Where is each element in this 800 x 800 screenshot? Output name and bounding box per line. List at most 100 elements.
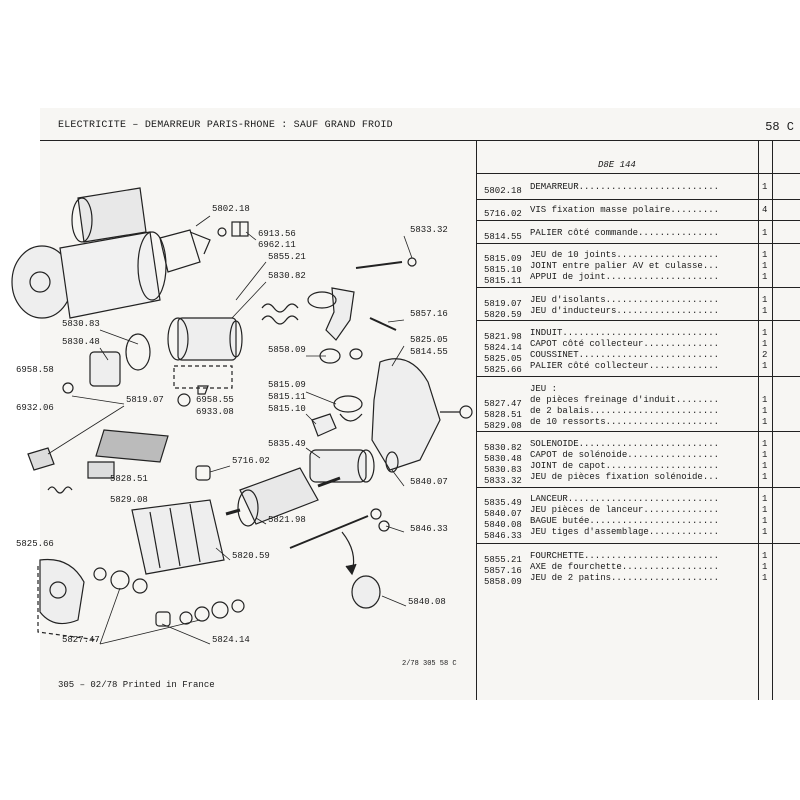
end-plate-icon: [39, 558, 85, 625]
callout-label: 5824.14: [212, 635, 250, 645]
part-description: INDUIT.............................: [530, 328, 720, 338]
parts-row: 5830.82 SOLENOIDE........................…: [484, 439, 756, 453]
part-description: VIS fixation masse polaire.........: [530, 205, 720, 215]
part-quantity: 1: [762, 306, 768, 316]
callout-label: 5830.82: [268, 271, 306, 281]
part-code: 5821.98: [484, 332, 522, 342]
part-description: CAPOT côté collecteur..............: [530, 339, 720, 349]
part-quantity: 1: [762, 573, 768, 583]
part-description: JEU de pièces fixation solénoide...: [530, 472, 720, 482]
part-code: 5833.32: [484, 476, 522, 486]
callout-label: 5840.08: [408, 597, 446, 607]
part-description: SOLENOIDE..........................: [530, 439, 720, 449]
callout-label: 6962.11: [258, 240, 296, 250]
part-code: 5716.02: [484, 209, 522, 219]
part-code: 5820.59: [484, 310, 522, 320]
page-title: ELECTRICITE – DEMARREUR PARIS-RHONE : SA…: [58, 120, 393, 131]
callout-label: 5819.07: [126, 395, 164, 405]
callout-label: 5855.21: [268, 252, 306, 262]
part-description: LANCEUR............................: [530, 494, 720, 504]
bolt-icon: [217, 221, 249, 237]
part-code: 5830.82: [484, 443, 522, 453]
callout-label: 5857.16: [410, 309, 448, 319]
gasket-icon: [125, 333, 151, 371]
part-quantity: 1: [762, 494, 768, 504]
part-code: 5802.18: [484, 186, 522, 196]
part-description: AXE de fourchette..................: [530, 562, 720, 572]
callout-label: 5814.55: [410, 347, 448, 357]
part-quantity: 1: [762, 228, 768, 238]
callout-label: 5858.09: [268, 345, 306, 355]
part-description: PALIER côté collecteur.............: [530, 361, 720, 371]
callout-label: 5829.08: [110, 495, 148, 505]
part-description: JOINT de capot.....................: [530, 461, 720, 471]
callout-label: 5827.47: [62, 635, 100, 645]
part-description: JEU d'isolants.....................: [530, 295, 720, 305]
document-reference: 2/78 305 58 C: [402, 660, 457, 668]
qty-column-border: [758, 140, 759, 700]
field-coil-icon: [131, 499, 225, 575]
group-divider: [476, 320, 800, 321]
group-divider: [476, 543, 800, 544]
part-quantity: 1: [762, 516, 768, 526]
callout-label: 6958.58: [16, 365, 54, 375]
column-title: D8E 144: [598, 160, 636, 170]
armature-icon: [225, 467, 341, 527]
part-quantity: 1: [762, 417, 768, 427]
callout-label: 5820.59: [232, 551, 270, 561]
callout-label: 5802.18: [212, 204, 250, 214]
parts-row: 5857.16 AXE de fourchette................…: [484, 562, 756, 576]
part-quantity: 1: [762, 339, 768, 349]
header-rule: [40, 140, 800, 141]
callout-label: 6932.06: [16, 403, 54, 413]
parts-row: 5716.02 VIS fixation masse polaire.......…: [484, 205, 756, 219]
solenoid-icon: [167, 303, 299, 361]
part-code: 5815.10: [484, 265, 522, 275]
callout-label: 5815.10: [268, 404, 306, 414]
part-quantity: 1: [762, 562, 768, 572]
table-border-left: [476, 140, 477, 700]
part-quantity: 1: [762, 406, 768, 416]
part-code: 5815.11: [484, 276, 522, 286]
exploded-view-diagram: [11, 187, 473, 645]
part-quantity: 1: [762, 272, 768, 282]
part-quantity: 1: [762, 361, 768, 371]
callout-label: 6933.08: [196, 407, 234, 417]
starter-assembly-icon: [11, 187, 211, 319]
part-quantity: 1: [762, 551, 768, 561]
group-divider: [476, 487, 800, 488]
part-quantity: 1: [762, 295, 768, 305]
part-description: BAGUE butée........................: [530, 516, 720, 526]
part-description: CAPOT de solénoide.................: [530, 450, 720, 460]
drive-pinion-icon: [309, 449, 399, 483]
fork-icon: [307, 287, 397, 364]
part-description: JEU :: [530, 384, 558, 394]
part-code: 5828.51: [484, 410, 522, 420]
callout-label: 5833.32: [410, 225, 448, 235]
part-code: 5857.16: [484, 566, 522, 576]
callout-label: 5825.05: [410, 335, 448, 345]
qty-column-border-2: [772, 140, 773, 700]
part-description: JOINT entre palier AV et culasse...: [530, 261, 720, 271]
part-quantity: 1: [762, 250, 768, 260]
table-header-rule: [476, 173, 800, 174]
part-quantity: 1: [762, 450, 768, 460]
callout-label: 5835.49: [268, 439, 306, 449]
part-code: 5858.09: [484, 577, 522, 587]
page-number: 58 C: [765, 120, 794, 134]
part-code: 5829.08: [484, 421, 522, 431]
group-divider: [476, 287, 800, 288]
nut-icon: [407, 257, 417, 267]
part-code: 5846.33: [484, 531, 522, 541]
callout-label: 5830.83: [62, 319, 100, 329]
group-divider: [476, 376, 800, 377]
